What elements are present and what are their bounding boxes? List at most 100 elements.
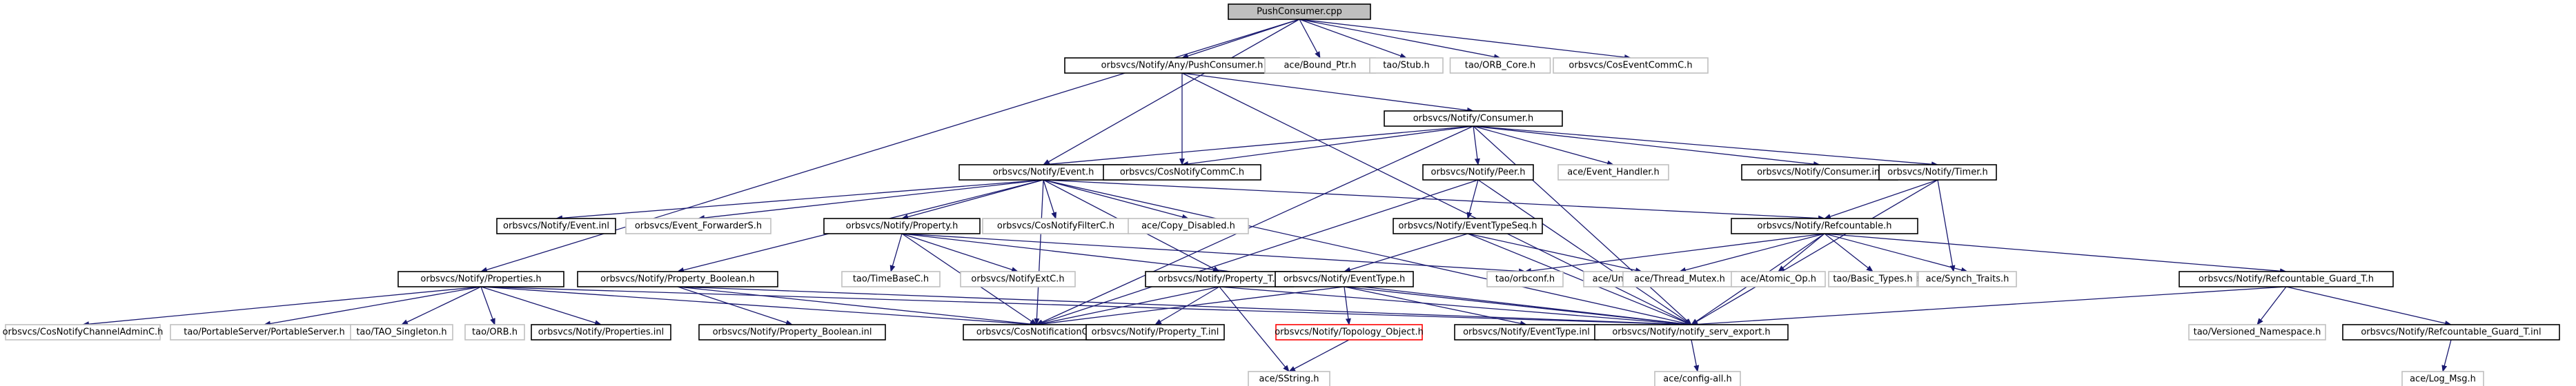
edge-orbsvcs-notify-consumer-h-to-orbsvcs-notify-timer-h — [1473, 125, 1938, 167]
node-orbsvcs-cosnotificationc-h[interactable]: orbsvcs/CosNotificationC.h — [963, 324, 1110, 341]
node-orbsvcs-notify-timer-h[interactable]: orbsvcs/Notify/Timer.h — [1878, 164, 1997, 181]
edge-orbsvcs-notify-property-h-to-tao-orbconf-h — [901, 233, 1526, 274]
node-label: ace/Thread_Mutex.h — [1634, 274, 1725, 285]
node-orbsvcs-notify-property-boolean-inl[interactable]: orbsvcs/Notify/Property_Boolean.inl — [698, 324, 886, 341]
node-orbsvcs-notifyextc-h: orbsvcs/NotifyExtC.h — [960, 271, 1076, 287]
node-box — [841, 271, 941, 287]
edge-orbsvcs-notify-event-h-to-orbsvcs-event-forwarders-h — [698, 179, 1044, 221]
edge-orbsvcs-notify-refcountable-guard-t-h-to-orbsvcs-notify-notify-serv-export-h — [1691, 286, 2287, 327]
edge-pushconsumer-cpp-to-orbsvcs-coseventcommc-h — [1299, 19, 1631, 60]
node-label: orbsvcs/Notify/Consumer.inl — [1757, 167, 1882, 178]
node-label: tao/TimeBaseC.h — [853, 274, 929, 285]
edge-orbsvcs-notify-eventtype-h-to-orbsvcs-cosnotificationc-h — [1036, 286, 1345, 327]
node-orbsvcs-notify-eventtypeseq-h[interactable]: orbsvcs/Notify/EventTypeSeq.h — [1393, 218, 1543, 234]
node-ace-atomic-op-h: ace/Atomic_Op.h — [1731, 271, 1826, 287]
node-label: orbsvcs/Notify/Property_T.h — [1158, 274, 1280, 285]
node-label: orbsvcs/Notify/Property_T.inl — [1092, 327, 1219, 338]
edge-orbsvcs-notify-property-boolean-h-to-orbsvcs-cosnotificationc-h — [677, 286, 1037, 327]
node-box — [1594, 324, 1789, 341]
node-orbsvcs-notify-property-h[interactable]: orbsvcs/Notify/Property.h — [823, 218, 981, 234]
node-ace-log-msg-h: ace/Log_Msg.h — [2401, 371, 2484, 386]
edge-orbsvcs-notify-event-h-to-orbsvcs-cosnotifyfilterc-h — [1043, 179, 1057, 219]
edge-orbsvcs-notify-property-boolean-h-to-orbsvcs-notify-property-boolean-inl — [677, 286, 793, 325]
node-label: orbsvcs/CosNotifyFilterC.h — [997, 221, 1114, 232]
edge-orbsvcs-notify-consumer-h-to-orbsvcs-cosnotificationc-h — [1036, 125, 1474, 325]
edge-orbsvcs-notify-refcountable-h-to-tao-orbconf-h — [1524, 233, 1825, 274]
edge-orbsvcs-notify-consumer-h-to-ace-event-handler-h — [1473, 125, 1614, 166]
edge-orbsvcs-notify-refcountable-guard-t-h-to-tao-versioned-namespace-h — [2257, 286, 2287, 325]
node-orbsvcs-notify-event-h[interactable]: orbsvcs/Notify/Event.h — [958, 164, 1128, 181]
node-orbsvcs-notify-peer-h[interactable]: orbsvcs/Notify/Peer.h — [1422, 164, 1534, 181]
node-orbsvcs-notify-property-t-inl[interactable]: orbsvcs/Notify/Property_T.inl — [1085, 324, 1225, 341]
node-label: orbsvcs/Notify/Refcountable_Guard_T.h — [2199, 274, 2374, 285]
node-orbsvcs-notify-property-t-h[interactable]: orbsvcs/Notify/Property_T.h — [1145, 271, 1294, 287]
node-box — [464, 324, 525, 341]
node-box — [1731, 271, 1826, 287]
node-orbsvcs-notify-eventtype-h[interactable]: orbsvcs/Notify/EventType.h — [1275, 271, 1414, 287]
node-box — [1393, 218, 1543, 234]
node-orbsvcs-notify-any-pushconsumer-h[interactable]: orbsvcs/Notify/Any/PushConsumer.h — [1064, 57, 1300, 74]
edge-orbsvcs-notify-properties-h-to-orbsvcs-notify-notify-serv-export-h — [480, 286, 1692, 327]
edge-orbsvcs-notify-event-h-to-orbsvcs-notify-notify-serv-export-h — [1043, 179, 1692, 326]
node-orbsvcs-notify-properties-h[interactable]: orbsvcs/Notify/Properties.h — [397, 271, 564, 287]
node-label: orbsvcs/Notify/Refcountable_Guard_T.inl — [2361, 327, 2541, 338]
edge-orbsvcs-notify-property-t-h-to-orbsvcs-cosnotificationc-h — [1036, 286, 1220, 327]
node-box — [1828, 271, 1918, 287]
node-label: ace/Event_Handler.h — [1567, 167, 1660, 178]
node-label: ace/config-all.h — [1663, 374, 1732, 385]
edge-pushconsumer-cpp-to-ace-bound-ptr-h — [1299, 19, 1321, 59]
node-box — [960, 271, 1076, 287]
edge-orbsvcs-notify-eventtype-h-to-orbsvcs-notify-topology-object-h — [1344, 286, 1351, 325]
node-orbsvcs-notify-refcountable-h[interactable]: orbsvcs/Notify/Refcountable.h — [1731, 218, 1918, 234]
node-orbsvcs-notify-consumer-h[interactable]: orbsvcs/Notify/Consumer.h — [1384, 110, 1563, 127]
node-orbsvcs-notify-refcountable-guard-t-h[interactable]: orbsvcs/Notify/Refcountable_Guard_T.h — [2179, 271, 2394, 287]
node-label: orbsvcs/Notify/Topology_Object.h — [1275, 327, 1424, 338]
node-ace-sstring-h: ace/SString.h — [1248, 371, 1330, 386]
node-box — [1103, 164, 1261, 181]
node-box — [1486, 271, 1564, 287]
node-ace-copy-disabled-h: ace/Copy_Disabled.h — [1128, 218, 1249, 234]
node-orbsvcs-notify-topology-object-h: orbsvcs/Notify/Topology_Object.h — [1275, 324, 1424, 341]
node-box — [1248, 371, 1330, 386]
node-orbsvcs-notify-event-inl[interactable]: orbsvcs/Notify/Event.inl — [496, 218, 616, 234]
edge-orbsvcs-notify-property-boolean-h-to-orbsvcs-notify-notify-serv-export-h — [677, 286, 1692, 327]
node-ace-synch-traits-h: ace/Synch_Traits.h — [1918, 271, 2017, 287]
node-ace-event-handler-h: ace/Event_Handler.h — [1557, 164, 1669, 181]
node-ace-config-all-h: ace/config-all.h — [1654, 371, 1741, 386]
node-label: orbsvcs/CosNotifyCommC.h — [1120, 167, 1244, 178]
edge-orbsvcs-notify-event-h-to-orbsvcs-notify-refcountable-h — [1043, 179, 1825, 221]
node-orbsvcs-cosnotifyfilterc-h: orbsvcs/CosNotifyFilterC.h — [982, 218, 1130, 234]
node-label: tao/PortableServer/PortableServer.h — [184, 327, 344, 338]
node-box — [1228, 3, 1371, 20]
node-ace-bound-ptr-h: ace/Bound_Ptr.h — [1264, 57, 1376, 74]
node-label: tao/Versioned_Namespace.h — [2194, 327, 2321, 338]
edge-orbsvcs-notify-eventtype-h-to-orbsvcs-notify-eventtype-inl — [1344, 286, 1527, 327]
node-label: orbsvcs/Notify/EventTypeSeq.h — [1398, 221, 1537, 232]
node-box — [350, 324, 453, 341]
edge-orbsvcs-notify-properties-h-to-tao-portableserver-portableserver-h — [264, 286, 482, 327]
node-label: ace/Atomic_Op.h — [1740, 274, 1816, 285]
edge-layer — [82, 19, 2452, 372]
edge-orbsvcs-notify-peer-h-to-orbsvcs-cosnotificationc-h — [1036, 179, 1479, 325]
node-orbsvcs-notify-eventtype-inl[interactable]: orbsvcs/Notify/EventType.inl — [1454, 324, 1599, 341]
edge-orbsvcs-notify-event-h-to-ace-copy-disabled-h — [1043, 179, 1189, 220]
node-orbsvcs-notify-consumer-inl[interactable]: orbsvcs/Notify/Consumer.inl — [1741, 164, 1898, 181]
edge-orbsvcs-notify-property-t-h-to-orbsvcs-notify-notify-serv-export-h — [1219, 286, 1692, 327]
node-orbsvcs-cosnotifycommc-h[interactable]: orbsvcs/CosNotifyCommC.h — [1103, 164, 1261, 181]
node-orbsvcs-notify-refcountable-guard-t-inl[interactable]: orbsvcs/Notify/Refcountable_Guard_T.inl — [2342, 324, 2560, 341]
node-ace-thread-mutex-h: ace/Thread_Mutex.h — [1622, 271, 1737, 287]
node-label: orbsvcs/Notify/Properties.h — [420, 274, 541, 285]
node-label: tao/ORB.h — [472, 327, 518, 338]
node-pushconsumer-cpp: PushConsumer.cpp — [1228, 3, 1371, 20]
node-box — [1422, 164, 1534, 181]
node-box — [1128, 218, 1249, 234]
node-label: ace/Copy_Disabled.h — [1141, 221, 1235, 232]
edge-orbsvcs-notify-event-h-to-orbsvcs-notify-event-inl — [555, 179, 1044, 221]
node-label: orbsvcs/Notify/Event.h — [993, 167, 1094, 178]
edge-pushconsumer-cpp-to-tao-orb-core-h — [1299, 19, 1501, 60]
node-orbsvcs-notify-notify-serv-export-h[interactable]: orbsvcs/Notify/notify_serv_export.h — [1594, 324, 1789, 341]
node-box — [1918, 271, 2017, 287]
node-orbsvcs-notify-properties-inl[interactable]: orbsvcs/Notify/Properties.inl — [531, 324, 671, 341]
node-orbsvcs-notify-property-boolean-h[interactable]: orbsvcs/Notify/Property_Boolean.h — [577, 271, 778, 287]
edge-orbsvcs-notify-eventtype-h-to-orbsvcs-notify-notify-serv-export-h — [1344, 286, 1692, 327]
